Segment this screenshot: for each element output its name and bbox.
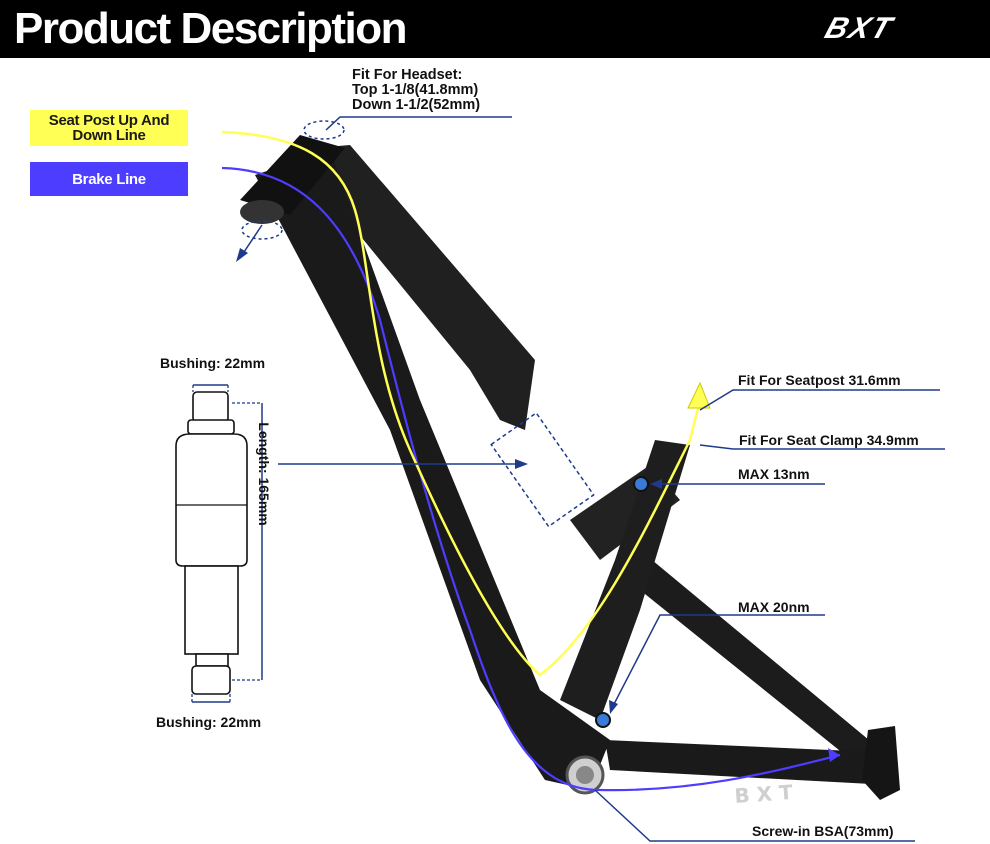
frame-decal: B X T	[734, 780, 794, 808]
headset-title: Fit For Headset:	[352, 67, 463, 83]
seatpost-spec: Fit For Seatpost 31.6mm	[738, 372, 901, 388]
callout-shock-arrow	[515, 459, 528, 469]
callout-max-20	[611, 614, 825, 709]
headset-top-spec: Top 1-1/8(41.8mm)	[352, 82, 479, 98]
headset-top-marker	[303, 120, 345, 140]
callout-bsa	[594, 789, 915, 842]
headset-bottom-marker	[241, 220, 283, 240]
seat-tube	[560, 440, 690, 720]
bushing-top-spec: Bushing: 22mm	[160, 355, 266, 371]
rear-dropout	[862, 726, 900, 800]
headset-spec: Fit For Headset: Top 1-1/8(41.8mm) Down …	[352, 68, 480, 113]
shock-body	[184, 565, 239, 655]
pivot-bolt-rocker	[633, 476, 649, 492]
shock-length-text: Length: 165mm	[256, 422, 272, 526]
header-bar: Product Description BXT	[0, 0, 990, 58]
pivot-bolt-main	[595, 712, 611, 728]
shock-top-cap	[187, 419, 235, 435]
headset-down-spec: Down 1-1/2(52mm)	[352, 97, 481, 113]
head-tube	[240, 135, 345, 215]
shock-air-can	[175, 433, 248, 567]
bushing-top-dim	[192, 385, 229, 392]
bushing-bottom-spec: Bushing: 22mm	[156, 714, 262, 730]
brake-line-arrow	[828, 748, 840, 762]
page-title: Product Description	[14, 4, 408, 53]
seat-post-line	[221, 130, 702, 677]
shock-bottom-neck	[195, 653, 229, 667]
torque-max-13: MAX 13nm	[738, 466, 810, 482]
head-tube-bottom	[240, 200, 284, 224]
chain-stay	[605, 740, 890, 785]
legend-brake-line: Brake Line	[30, 162, 188, 196]
shock-length-ticks	[232, 402, 262, 681]
shock-top-eyelet	[192, 391, 229, 423]
brake-line	[221, 166, 841, 792]
shock-position-marker	[490, 411, 595, 528]
bottom-bracket-spec: Screw-in BSA(73mm)	[752, 823, 894, 839]
callout-seat-clamp	[699, 444, 945, 450]
callout-headset	[325, 116, 512, 131]
bushing-bottom-dim	[191, 694, 231, 702]
callout-max-13-arrow	[650, 479, 662, 489]
seat-stay	[640, 560, 885, 775]
shock-bottom-eyelet	[191, 665, 231, 695]
seat-post-arrow	[687, 381, 711, 409]
callout-head-tube-arrow	[236, 248, 248, 262]
callout-max-20-arrow	[609, 700, 618, 714]
seat-clamp-spec: Fit For Seat Clamp 34.9mm	[739, 432, 919, 448]
bottom-bracket-inner	[576, 766, 594, 784]
torque-max-20: MAX 20nm	[738, 599, 810, 615]
down-tube	[255, 150, 610, 790]
legend-seat-post-line: Seat Post Up And Down Line	[30, 110, 188, 146]
callout-seatpost	[699, 389, 940, 411]
